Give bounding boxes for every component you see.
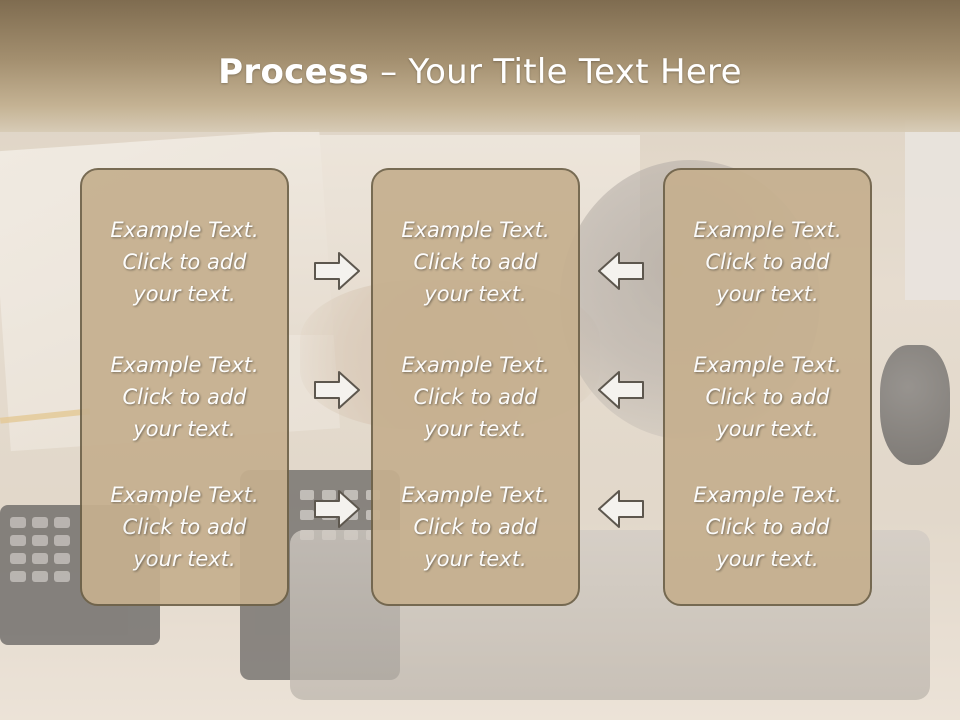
left-arrow-icon (598, 490, 644, 528)
text-line: Click to add (122, 515, 247, 539)
text-line: Click to add (705, 385, 830, 409)
left-arrow-icon (598, 252, 644, 290)
text-line: Click to add (413, 385, 538, 409)
box-text[interactable]: Example Text. Click to add your text. (82, 214, 287, 310)
title-bold: Process (218, 52, 370, 92)
right-arrow-icon (314, 252, 360, 290)
process-box-right[interactable]: Example Text. Click to add your text. Ex… (663, 168, 872, 606)
text-line: your text. (424, 282, 527, 306)
box-text[interactable]: Example Text. Click to add your text. (82, 479, 287, 575)
text-line: your text. (716, 547, 819, 571)
text-line: your text. (716, 417, 819, 441)
box-text[interactable]: Example Text. Click to add your text. (82, 349, 287, 445)
text-line: your text. (133, 282, 236, 306)
left-arrow-icon (598, 371, 644, 409)
right-arrow-icon (314, 371, 360, 409)
text-line: Click to add (122, 385, 247, 409)
process-box-left[interactable]: Example Text. Click to add your text. Ex… (80, 168, 289, 606)
slide-title[interactable]: Process – Your Title Text Here (0, 52, 960, 92)
box-text[interactable]: Example Text. Click to add your text. (373, 479, 578, 575)
text-line: your text. (133, 547, 236, 571)
text-line: Example Text. (693, 353, 842, 377)
text-line: Example Text. (693, 218, 842, 242)
text-line: Example Text. (401, 353, 550, 377)
text-line: Click to add (122, 250, 247, 274)
text-line: your text. (424, 417, 527, 441)
box-text[interactable]: Example Text. Click to add your text. (373, 349, 578, 445)
text-line: Click to add (705, 250, 830, 274)
text-line: your text. (424, 547, 527, 571)
text-line: Click to add (413, 250, 538, 274)
box-text[interactable]: Example Text. Click to add your text. (665, 479, 870, 575)
text-line: your text. (133, 417, 236, 441)
text-line: Example Text. (693, 483, 842, 507)
box-text[interactable]: Example Text. Click to add your text. (665, 214, 870, 310)
text-line: Click to add (413, 515, 538, 539)
text-line: Example Text. (110, 483, 259, 507)
title-rest: – Your Title Text Here (369, 52, 742, 92)
text-line: Example Text. (110, 218, 259, 242)
right-arrow-icon (314, 490, 360, 528)
box-text[interactable]: Example Text. Click to add your text. (665, 349, 870, 445)
text-line: your text. (716, 282, 819, 306)
title-band (0, 0, 960, 132)
text-line: Example Text. (401, 483, 550, 507)
text-line: Click to add (705, 515, 830, 539)
monitor-shape (905, 120, 960, 300)
box-text[interactable]: Example Text. Click to add your text. (373, 214, 578, 310)
text-line: Example Text. (401, 218, 550, 242)
process-box-center[interactable]: Example Text. Click to add your text. Ex… (371, 168, 580, 606)
mouse-shape (880, 345, 950, 465)
text-line: Example Text. (110, 353, 259, 377)
